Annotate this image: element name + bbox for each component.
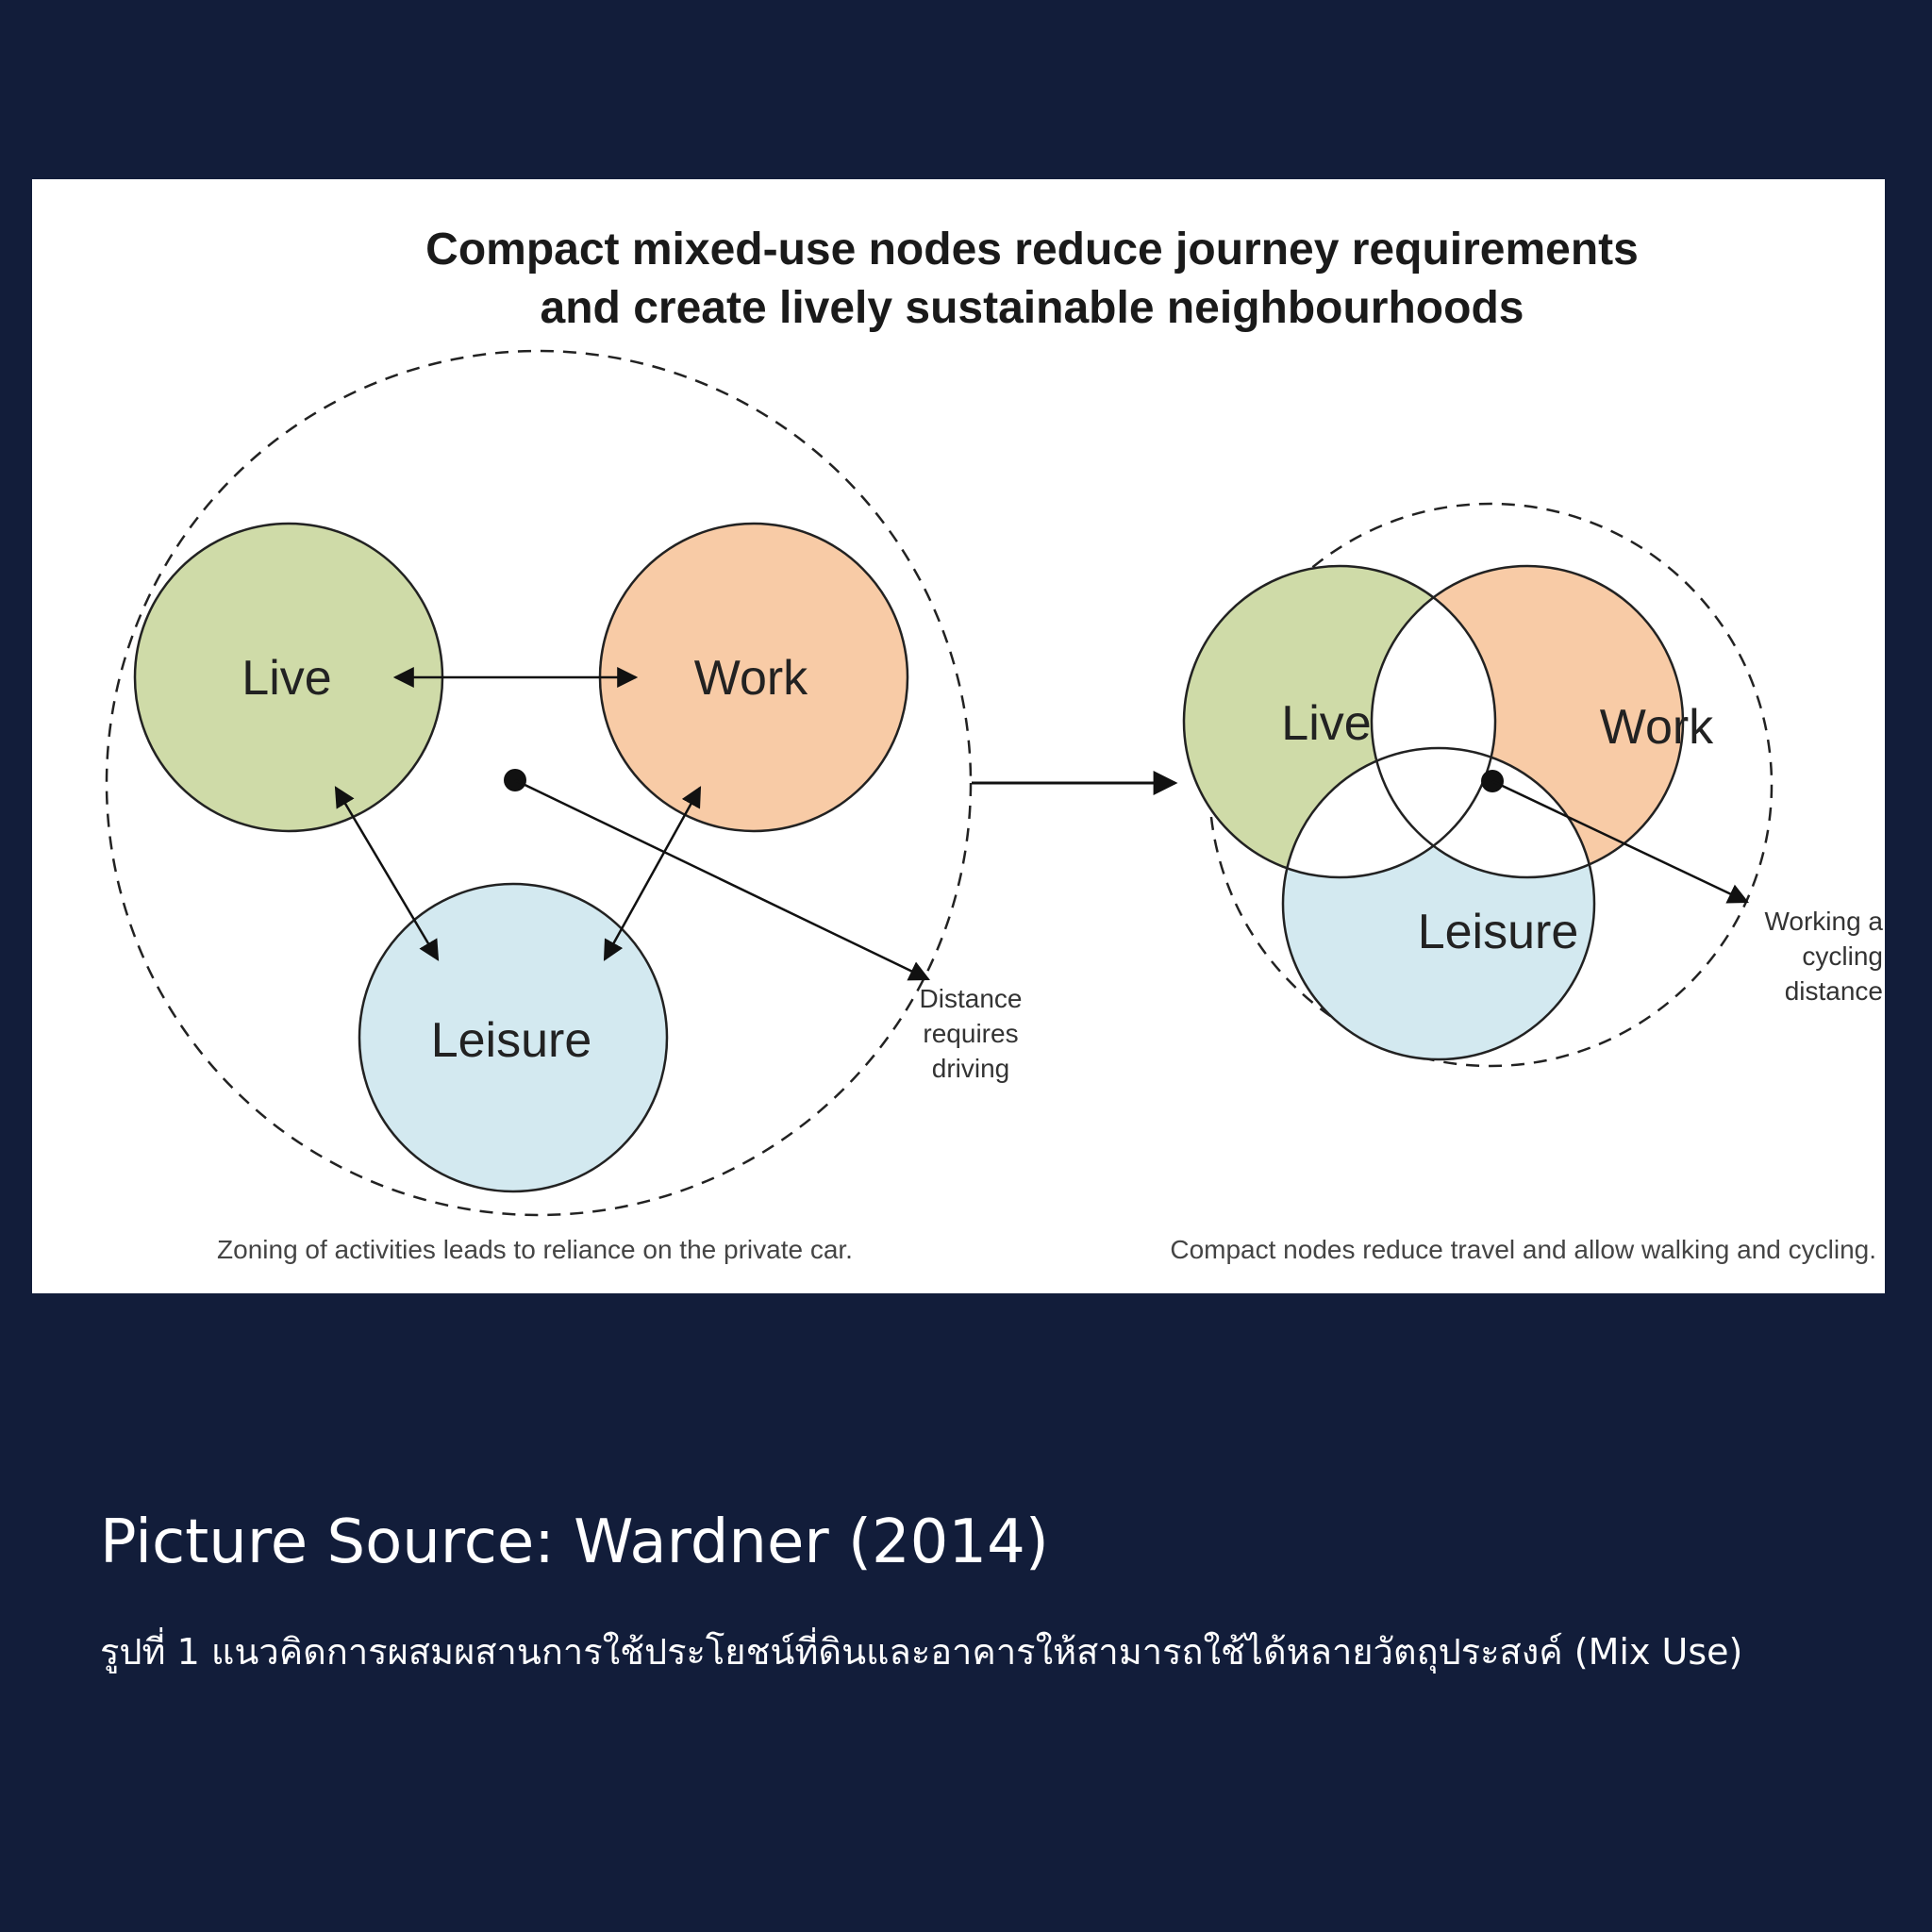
work-leisure-overlap	[1372, 748, 1594, 877]
diagram-figure: Compact mixed-use nodes reduce journey r…	[32, 179, 1885, 1293]
cycling-distance-arrow	[1491, 779, 1749, 904]
left-leisure-label: Leisure	[431, 1013, 592, 1068]
distance-arrow	[514, 778, 930, 981]
distance-note-line3: driving	[932, 1054, 1009, 1083]
left-boundary-circle	[105, 349, 973, 1217]
right-boundary-circle	[1208, 502, 1774, 1068]
picture-source-heading: Picture Source: Wardner (2014)	[100, 1507, 1049, 1577]
left-work-label: Work	[694, 651, 808, 706]
right-leisure-label: Leisure	[1418, 905, 1579, 959]
zoned-diagram: Live Work Leisure Distance requires driv…	[105, 349, 1023, 1264]
cycling-note-line3: distance	[1785, 976, 1883, 1006]
diagram-canvas: Compact mixed-use nodes reduce journey r…	[105, 225, 1883, 1264]
live-leisure-overlap	[1283, 748, 1495, 877]
left-live-label: Live	[242, 651, 331, 706]
cycling-note-line2: cycling	[1802, 941, 1883, 971]
right-leisure-outline	[1281, 746, 1596, 1061]
right-work-outline	[1370, 564, 1685, 879]
cycling-note-line1: Working a	[1764, 907, 1883, 936]
right-live-outline	[1182, 564, 1497, 879]
live-leisure-arrow	[334, 786, 440, 961]
distance-note-line1: Distance	[920, 984, 1023, 1013]
compact-diagram: Live Work Leisure Working a cycling dist…	[1170, 502, 1883, 1264]
right-work-label: Work	[1600, 700, 1714, 755]
distance-note-line2: requires	[923, 1019, 1018, 1048]
right-caption: Compact nodes reduce travel and allow wa…	[1170, 1235, 1876, 1264]
diagram-title-line2: and create lively sustainable neighbourh…	[541, 283, 1524, 333]
diagram-title-line1: Compact mixed-use nodes reduce journey r…	[425, 225, 1639, 275]
work-leisure-arrow	[603, 786, 702, 961]
left-caption: Zoning of activities leads to reliance o…	[217, 1235, 853, 1264]
figure-caption-thai: รูปที่ 1 แนวคิดการผสมผสานการใช้ประโยชน์ท…	[100, 1631, 1743, 1673]
right-live-label: Live	[1281, 696, 1371, 751]
